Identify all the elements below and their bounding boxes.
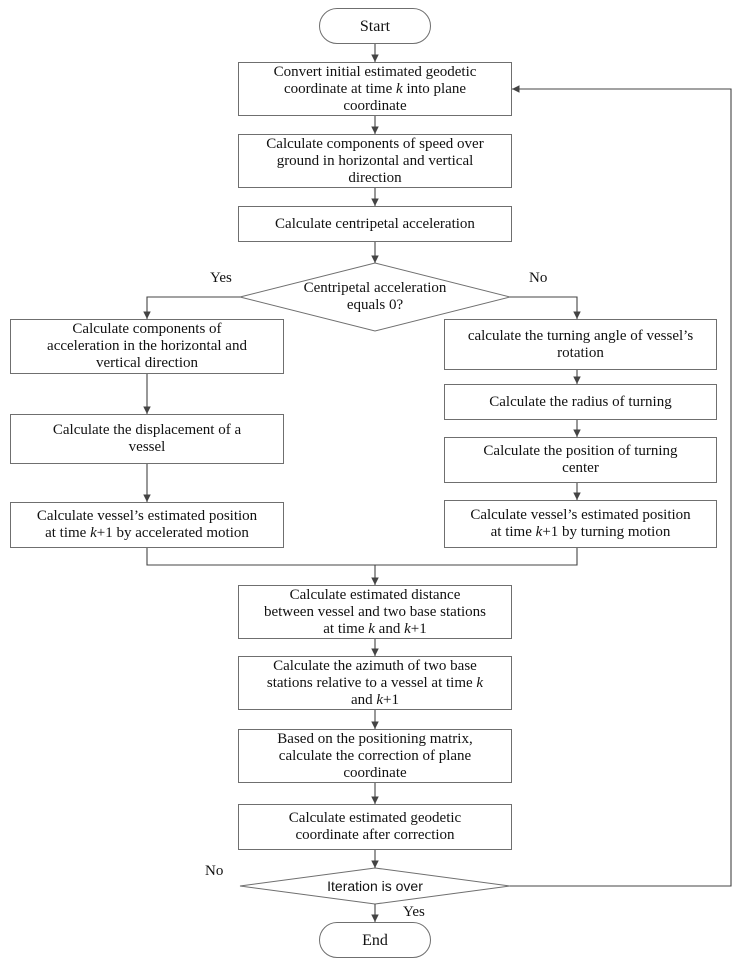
math-variable: k [404, 620, 411, 637]
node-text: Based on the positioning matrix,calculat… [277, 730, 473, 781]
math-variable: k [90, 525, 97, 541]
math-variable: k [376, 691, 384, 708]
math-variable: k [476, 674, 484, 691]
box-turning-radius: Calculate the radius of turning [444, 384, 717, 420]
label-yes-decision1: Yes [210, 270, 232, 286]
node-text: Calculate the radius of turning [489, 393, 672, 410]
edge-decision-yes [143, 296, 240, 319]
box-plane-correction: Based on the positioning matrix,calculat… [238, 729, 512, 783]
label-no-decision2: No [205, 863, 224, 879]
node-text: Calculate centripetal acceleration [275, 215, 475, 232]
decision-iteration-text: Iteration is over [290, 877, 460, 895]
label-yes-decision2: Yes [403, 904, 425, 920]
math-variable: k [368, 620, 375, 637]
label-no-decision1: No [529, 270, 548, 286]
edge-merge-left [146, 548, 578, 566]
box-centripetal-acceleration: Calculate centripetal acceleration [238, 206, 512, 242]
math-variable: k [396, 80, 403, 97]
start-terminal: Start [319, 8, 431, 44]
edge-iteration-loop [510, 85, 732, 887]
math-variable: k [535, 524, 543, 540]
node-text: Iteration is over [327, 877, 423, 894]
end-terminal: End [319, 922, 431, 958]
decision-diamond-centripetal [239, 262, 511, 332]
edge-decision-no [510, 296, 581, 319]
